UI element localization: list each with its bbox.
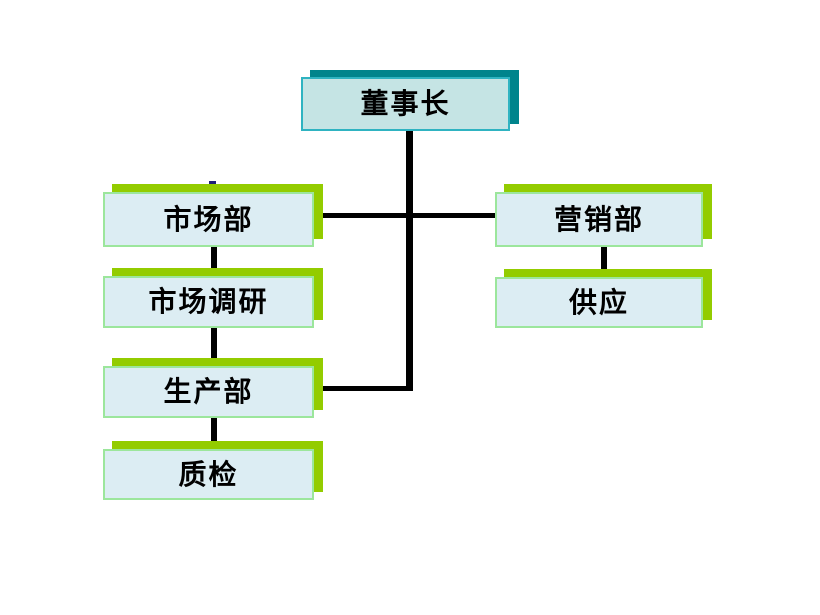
- connector-production-horizontal: [318, 386, 413, 391]
- org-node-marketing-dept: 市场部: [103, 184, 323, 247]
- org-node-chairman: 董事长: [301, 70, 519, 131]
- connector-research-production: [211, 326, 217, 360]
- node-label: 供应: [568, 285, 629, 319]
- node-box: 质检: [103, 449, 314, 500]
- node-box: 董事长: [301, 77, 510, 131]
- node-label: 营销部: [553, 202, 644, 236]
- node-label: 质检: [178, 457, 239, 491]
- stray-dash-artifact: [209, 181, 216, 184]
- connector-chairman-trunk: [406, 131, 413, 391]
- node-label: 市场调研: [148, 285, 269, 318]
- org-node-sales-dept: 营销部: [495, 184, 712, 247]
- node-box: 营销部: [495, 192, 703, 247]
- org-node-production-dept: 生产部: [103, 358, 323, 418]
- connector-sales-supply: [601, 244, 607, 271]
- connector-row1-horizontal: [318, 213, 495, 218]
- node-box: 市场调研: [103, 276, 314, 328]
- node-label: 生产部: [163, 375, 254, 408]
- node-box: 市场部: [103, 192, 314, 247]
- connector-production-quality: [211, 416, 217, 443]
- node-label: 市场部: [163, 202, 254, 236]
- org-node-market-research: 市场调研: [103, 268, 323, 328]
- org-node-quality-inspection: 质检: [103, 441, 323, 500]
- node-box: 供应: [495, 277, 703, 328]
- node-box: 生产部: [103, 366, 314, 418]
- node-label: 董事长: [360, 87, 451, 120]
- org-node-supply: 供应: [495, 269, 712, 328]
- connector-marketing-research: [211, 244, 217, 270]
